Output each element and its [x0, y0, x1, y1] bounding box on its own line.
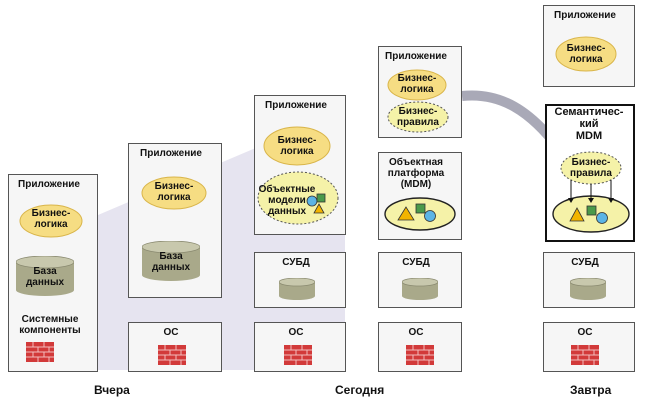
biz-rules-label: Бизнес- правила: [570, 157, 612, 179]
square-icon: [415, 203, 426, 214]
biz-logic-cloud: [19, 204, 83, 238]
time-label-today: Сегодня: [335, 383, 385, 397]
dbms-title: СУБД: [282, 257, 310, 268]
firewall-icon: [26, 342, 54, 362]
app-title: Приложение: [265, 100, 327, 111]
os-title: ОС: [408, 327, 424, 338]
object-models-ellipse: [257, 171, 339, 225]
app-title: Приложение: [554, 10, 616, 21]
dbms-cylinder: [570, 278, 606, 300]
biz-logic-label: Бизнес- логика: [397, 73, 437, 95]
database-cylinder: [142, 241, 200, 281]
os-title: ОС: [577, 327, 593, 338]
circle-icon: [424, 210, 436, 222]
system-components-label: Системные компоненты: [19, 314, 81, 336]
biz-logic-label: Бизнес- логика: [31, 208, 71, 230]
firewall-icon: [284, 345, 312, 365]
object-platform-ellipse: [384, 197, 456, 231]
os-title: ОС: [163, 327, 179, 338]
app-title: Приложение: [18, 179, 80, 190]
triangle-icon: [569, 207, 585, 222]
firewall-icon: [158, 345, 186, 365]
biz-logic-label: Бизнес- логика: [277, 135, 317, 157]
triangle-icon: [313, 203, 325, 214]
time-label-tomorrow: Завтра: [570, 383, 612, 397]
biz-logic-cloud: [263, 126, 331, 166]
app-title: Приложение: [385, 51, 447, 62]
object-platform-label: Объектная платформа (MDM): [387, 157, 445, 190]
biz-logic-cloud: [387, 69, 447, 101]
semantic-mdm-label: Семантичес- кий MDM: [554, 106, 624, 142]
circle-icon: [596, 212, 608, 224]
biz-rules-ellipse: [387, 101, 449, 133]
biz-rules-label: Бизнес- правила: [397, 106, 439, 128]
app-title: Приложение: [140, 148, 202, 159]
dbms-title: СУБД: [571, 257, 599, 268]
time-label-yesterday: Вчера: [94, 383, 130, 397]
dbms-cylinder: [402, 278, 438, 300]
biz-logic-label: Бизнес- логика: [566, 43, 606, 65]
firewall-icon: [571, 345, 599, 365]
firewall-icon: [406, 345, 434, 365]
database-label: База данных: [25, 266, 65, 288]
dbms-cylinder: [279, 278, 315, 300]
object-models-label: Объектные модели данных: [258, 184, 316, 217]
database-cylinder: [16, 256, 74, 296]
database-label: База данных: [151, 251, 191, 273]
os-title: ОС: [288, 327, 304, 338]
biz-logic-label: Бизнес- логика: [154, 181, 194, 203]
semantic-mdm-diagram: [552, 151, 630, 233]
square-icon: [316, 193, 326, 203]
biz-logic-cloud: [141, 176, 207, 210]
square-icon: [586, 205, 597, 216]
dbms-title: СУБД: [402, 257, 430, 268]
triangle-icon: [397, 206, 415, 221]
biz-logic-cloud: [555, 36, 617, 72]
